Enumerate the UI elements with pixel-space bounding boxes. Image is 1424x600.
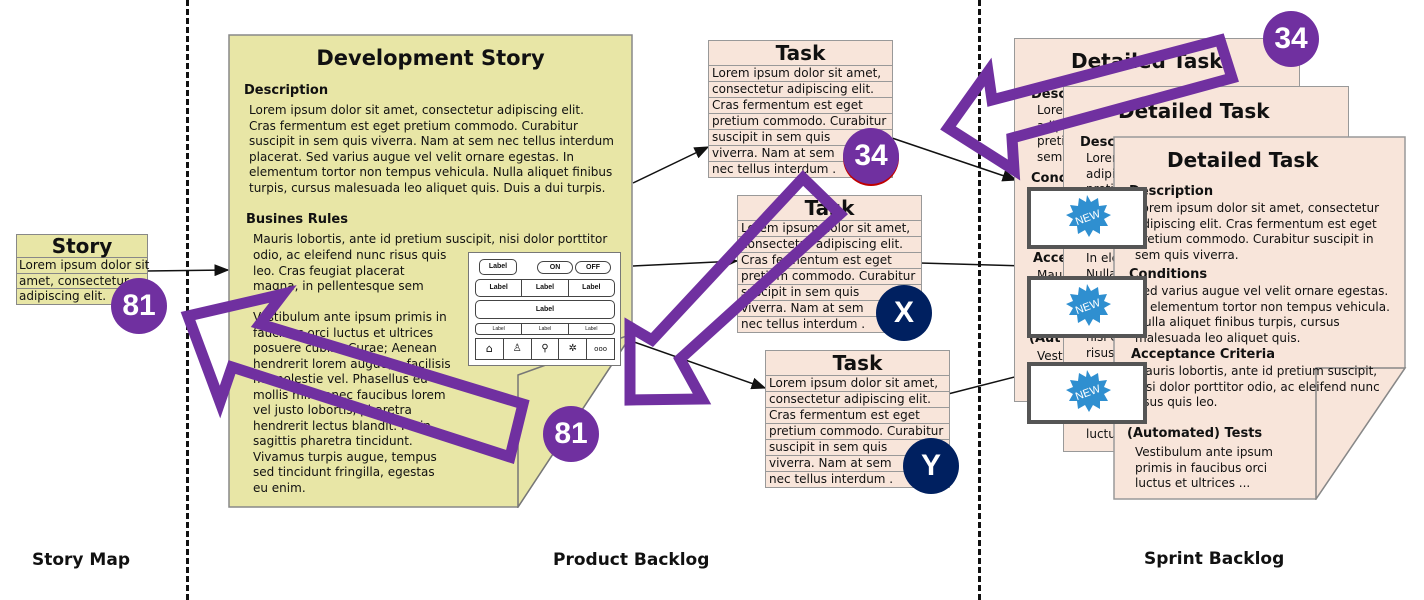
task-line: suscipit in sem quis [766,440,949,456]
section-label-sprint-backlog: Sprint Backlog [1144,549,1285,569]
story-card[interactable]: Story Lorem ipsum dolor sit amet, consec… [16,234,150,305]
detailed-task-tests-heading: (Automated) Tests [1127,426,1263,441]
wireframe-button: Label [479,259,517,275]
estimate-badge-81-dev: 81 [543,406,599,462]
task-line: consectetur adipiscing elit. [766,392,949,408]
dev-story-title: Development Story [316,46,545,70]
new-starburst-icon: NEW [1066,195,1111,237]
detailed-task-fragment: Desc [1031,87,1067,102]
section-label-story-map: Story Map [32,550,130,570]
task-line: pretium commodo. Curabitur [738,269,921,285]
wireframe-toggle-off: OFF [575,261,611,274]
task-line: Cras fermentum est eget [766,408,949,424]
section-label-product-backlog: Product Backlog [553,550,710,570]
estimate-badge-34-sprint: 34 [1263,11,1319,67]
detailed-task-fragment: Desc [1080,135,1116,150]
task-line: Lorem ipsum dolor sit amet, [738,221,921,237]
story-line: amet, consectetur [17,274,147,289]
task-line: consectetur adipiscing elit. [738,237,921,253]
detailed-task-conditions-text: Sed varius augue vel velit ornare egesta… [1135,284,1390,345]
dev-rules-text: odio, ac eleifend nunc risus quis leo. C… [253,248,447,293]
task-line: pretium commodo. Curabitur [709,114,892,130]
detailed-task-fragment: Acce [1033,251,1068,266]
detailed-task-fragment: Vest [1037,349,1063,363]
detailed-task-fragment: Conc [1031,171,1067,186]
story-line: adipiscing elit. [19,289,107,303]
user-icon: ♙ [504,339,532,359]
detailed-task-page-shape [1113,136,1407,500]
task-title: Task [738,196,921,221]
new-starburst-icon: NEW [1066,284,1111,326]
task-line: suscipit in sem quis [709,130,892,146]
estimate-badge-y: Y [903,438,959,494]
connector-task1-to-detail [891,137,1018,182]
detailed-task-tests-text: Vestibulum ante ipsum primis in faucibus… [1135,445,1273,490]
task-line: nec tellus interdum . [769,472,894,486]
detailed-task-title: Detailed Task [1118,99,1270,123]
detailed-task-description-heading: Description [1129,184,1214,199]
connector-story-to-dev [145,264,230,277]
task-line: viverra. Nam at sem [709,146,892,162]
task-card-1[interactable]: Task Lorem ipsum dolor sit amet, consect… [708,40,893,178]
task-line: pretium commodo. Curabitur [766,424,949,440]
wireframe-small-segments: Label Label Label [475,323,615,335]
connector-dev-to-task2 [632,255,739,268]
task-line: Lorem ipsum dolor sit amet, [766,376,949,392]
detailed-task-fragment: luctu [1086,427,1116,441]
story-title: Story [17,235,147,258]
detailed-task-title: Detailed Task [1167,148,1319,172]
task-title: Task [709,41,892,66]
detailed-task-acceptance-heading: Acceptance Criteria [1131,347,1275,362]
ui-wireframe-mockup: Label ON OFF Label Label Label Label Lab… [468,252,621,366]
estimate-badge-34-task: 34 [843,128,899,184]
dev-rules-first-line: Mauris lobortis, ante id pretium suscipi… [253,232,608,246]
divider-backlog-sprint [978,0,981,600]
story-line: Lorem ipsum dolor sit [17,258,150,274]
detailed-task-description-text: Lorem ipsum dolor sit amet, consectetur … [1135,201,1380,262]
detailed-task-title: Detailed Task [1071,49,1223,73]
estimate-badge-81-story: 81 [111,278,167,334]
task-line: viverra. Nam at sem [766,456,949,472]
task-line: consectetur adipiscing elit. [709,82,892,98]
new-badge-box-2: NEW [1027,276,1147,338]
wireframe-tab-bar: ⌂ ♙ ⚲ ✲ ooo [475,338,615,360]
connector-dev-to-task1 [632,146,710,184]
more-icon: ooo [594,345,608,353]
new-starburst-icon: NEW [1066,370,1111,412]
starburst [1066,284,1111,326]
starburst [1066,195,1111,237]
starburst [1066,370,1111,412]
wireframe-toggle-on: ON [537,261,573,274]
wireframe-wide-button: Label [475,300,615,319]
home-icon: ⌂ [476,339,504,359]
new-badge-box-1: NEW [1027,187,1147,249]
detailed-task-conditions-heading: Conditions [1129,267,1208,282]
task-title: Task [766,351,949,376]
task-line: Cras fermentum est eget [709,98,892,114]
dev-description-text: Lorem ipsum dolor sit amet, consectetur … [249,103,614,195]
dev-rules-text-2: Vestibulum ante ipsum primis in faucibus… [253,310,451,495]
dev-rules-heading: Busines Rules [246,212,348,227]
dev-description-heading: Description [244,83,329,98]
detailed-task-acceptance-text: Mauris lobortis, ante id pretium suscipi… [1135,364,1380,409]
estimate-badge-x: X [876,285,932,341]
connector-dev-to-task3 [619,336,767,390]
settings-icon: ✲ [559,339,588,359]
task-card-3[interactable]: Task Lorem ipsum dolor sit amet, consect… [765,350,950,488]
wireframe-segmented-control: Label Label Label [475,279,615,297]
task-line: Lorem ipsum dolor sit amet, [709,66,892,82]
search-icon: ⚲ [532,339,560,359]
detailed-task-card-front[interactable]: Detailed Task Description Lorem ipsum do… [1113,136,1407,500]
task-line: Cras fermentum est eget [738,253,921,269]
new-badge-box-3: NEW [1027,362,1147,424]
